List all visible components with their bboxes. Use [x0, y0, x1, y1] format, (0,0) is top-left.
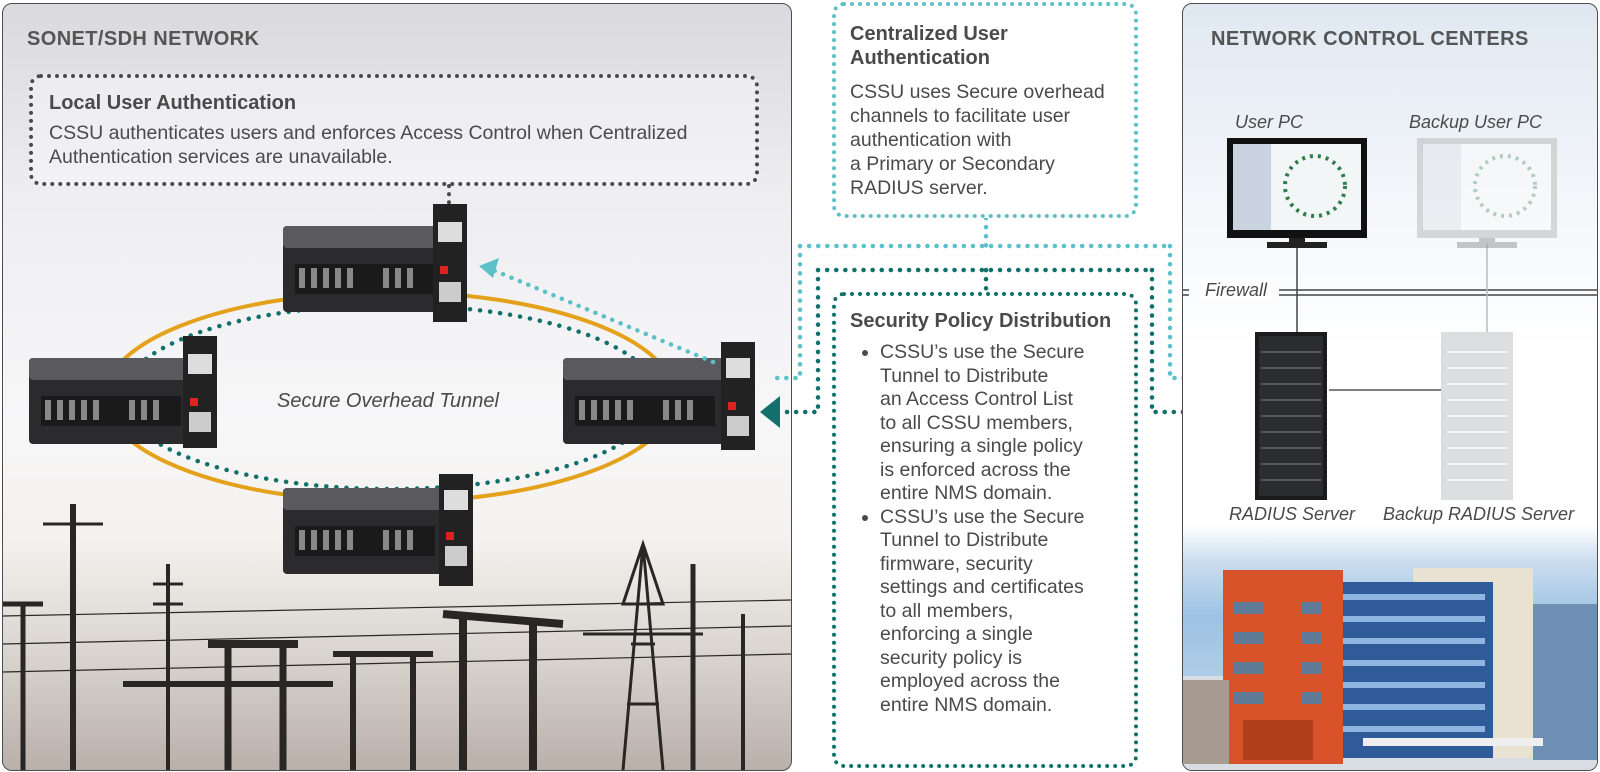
policy-line: Tunnel to Distribute — [880, 364, 1049, 387]
policy-line: entire NMS domain. — [880, 482, 1053, 504]
cssu-chassis-icon-right — [563, 342, 755, 450]
policy-line: to all members, — [880, 599, 1014, 622]
policy-line: an Access Control List — [880, 388, 1073, 410]
policy-bullet: CSSU’s use the Secure Tunnel to Distribu… — [880, 506, 1122, 718]
server-rack-icon-backup — [1441, 332, 1513, 500]
firewall-label: Firewall — [1201, 280, 1272, 301]
central-auth-line: channels to facilitate user — [850, 105, 1071, 127]
central-auth-line: authentication with — [850, 129, 1012, 151]
central-auth-line: RADIUS server. — [850, 177, 988, 199]
sonet-panel-title: SONET/SDH NETWORK — [27, 28, 260, 50]
server-rack-icon — [1255, 332, 1327, 500]
user-pc-label: User PC — [1235, 112, 1304, 132]
local-auth-body: CSSU authenticates users and enforces Ac… — [49, 122, 688, 168]
power-towers-illustration — [3, 504, 791, 770]
policy-line: entire NMS domain. — [880, 693, 1053, 716]
central-auth-title-line2: Authentication — [850, 47, 990, 69]
monitor-icon-backup — [1417, 138, 1557, 248]
security-policy-distribution-box: Security Policy Distribution CSSU’s use … — [832, 292, 1138, 768]
monitor-icon — [1227, 138, 1367, 248]
backup-user-pc-label: Backup User PC — [1409, 112, 1543, 132]
policy-line: ensuring a single policy — [880, 435, 1083, 457]
secure-overhead-tunnel-label: Secure Overhead Tunnel — [277, 390, 499, 412]
backup-radius-server-label: Backup RADIUS Server — [1383, 504, 1575, 524]
policy-title: Security Policy Distribution — [850, 310, 1112, 332]
building-illustration — [1183, 568, 1597, 770]
policy-line: to all CSSU members, — [880, 411, 1073, 434]
centralized-user-authentication-box: Centralized User Authentication CSSU use… — [832, 2, 1138, 218]
policy-line: CSSU’s use the Secure — [880, 505, 1085, 528]
central-auth-line: a Primary or Secondary — [850, 153, 1055, 175]
policy-bullet-list: CSSU’s use the Secure Tunnel to Distribu… — [850, 341, 1122, 717]
policy-line: enforcing a single — [880, 623, 1033, 645]
central-auth-body: CSSU uses Secure overhead channels to fa… — [850, 80, 1122, 200]
policy-line: employed across the — [880, 670, 1060, 692]
cssu-chassis-icon-left — [29, 336, 217, 448]
ring-network-diagram — [29, 184, 755, 586]
central-auth-title: Centralized User Authentication — [850, 22, 1122, 70]
central-auth-title-line1: Centralized User — [850, 23, 1008, 45]
policy-distribution-connector — [783, 267, 1233, 415]
cssu-chassis-icon-top — [283, 204, 467, 322]
centralized-auth-connector — [767, 215, 1233, 381]
central-auth-line: CSSU uses Secure overhead — [850, 81, 1105, 103]
policy-line: CSSU’s use the Secure — [880, 341, 1085, 363]
control-center-diagram — [1183, 138, 1597, 770]
local-user-authentication-box: Local User Authentication CSSU authentic… — [29, 74, 759, 186]
arrowhead-to-top-device — [479, 258, 499, 278]
policy-line: settings and certificates — [880, 576, 1084, 598]
network-control-centers-panel: NETWORK CONTROL CENTERS — [1182, 3, 1598, 771]
policy-line: is enforced across the — [880, 458, 1071, 481]
policy-line: firmware, security — [880, 552, 1033, 575]
local-auth-title: Local User Authentication — [49, 92, 297, 114]
radius-server-label: RADIUS Server — [1229, 504, 1356, 524]
policy-line: security policy is — [880, 646, 1022, 669]
cssu-chassis-icon-bottom — [283, 474, 473, 586]
sonet-sdh-network-panel: SONET/SDH NETWORK — [2, 3, 792, 771]
policy-bullet: CSSU’s use the Secure Tunnel to Distribu… — [880, 341, 1122, 506]
control-centers-title: NETWORK CONTROL CENTERS — [1211, 28, 1529, 50]
policy-line: Tunnel to Distribute — [880, 529, 1049, 551]
centralized-auth-link-left — [490, 267, 716, 365]
arrowhead-to-devices-dark — [760, 396, 780, 428]
